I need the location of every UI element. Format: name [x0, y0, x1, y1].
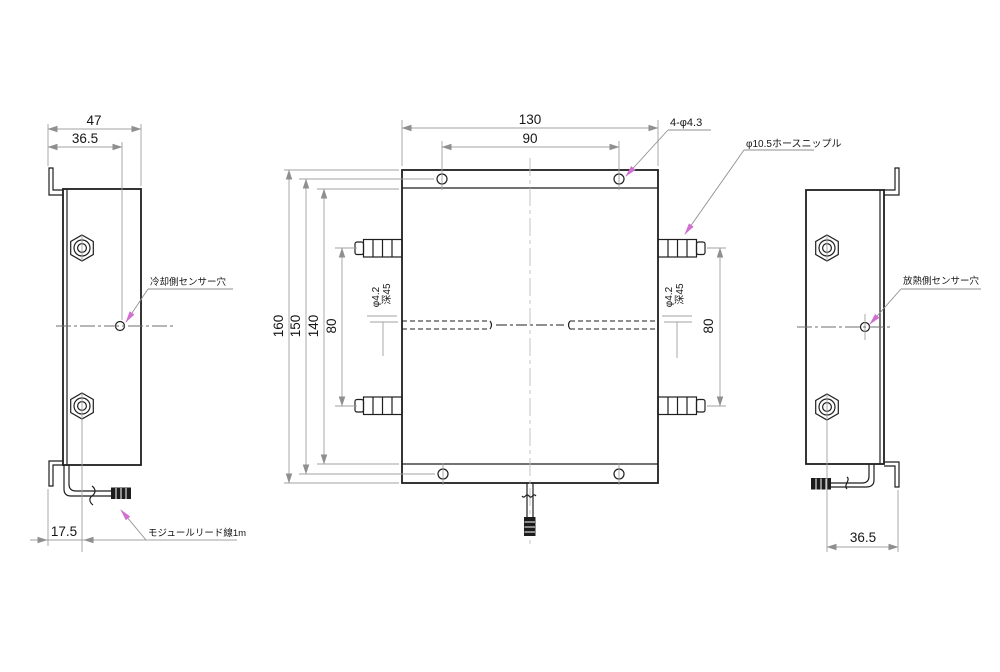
- right-view-bottom-flange: [884, 461, 900, 488]
- dim-90: 90: [522, 131, 537, 146]
- left-view-dimensions: 47 36.5 17.5: [30, 113, 237, 552]
- hole-depth-right: 深45: [674, 283, 686, 305]
- front-view-left-dimensions: 160 150 140 80: [271, 169, 435, 484]
- front-view-labels: 4-φ4.3 φ10.5ホースニップル: [625, 117, 841, 235]
- dim-150: 150: [288, 315, 303, 338]
- right-view-labels: 放熱側センサー穴: [869, 275, 981, 325]
- dim-47: 47: [86, 113, 101, 128]
- left-view-labels: 冷却側センサー穴 モジュールリード線1m: [120, 276, 246, 541]
- dim-160: 160: [271, 315, 286, 338]
- dim-140: 140: [306, 315, 321, 338]
- hose-nipple: [657, 238, 706, 258]
- hole-depth-left: 深45: [381, 283, 393, 305]
- module-wire-label: モジュールリード線1m: [148, 527, 246, 539]
- left-view-bottom-flange: [48, 460, 63, 487]
- dim-80-right: 80: [701, 318, 716, 333]
- hole-dia-left: φ4.2: [371, 286, 382, 307]
- mounting-holes: [436, 168, 625, 485]
- hose-nipple: [354, 396, 403, 416]
- front-view-top-dimensions: 130 90: [401, 112, 659, 172]
- wire-break-mark: [521, 494, 537, 498]
- left-side-view: 47 36.5 17.5 冷却側センサー穴 モジュールリード線1m: [30, 113, 246, 552]
- right-view-dimensions: 36.5: [826, 234, 899, 552]
- wire-break-mark: [845, 476, 849, 490]
- mount-holes-label: 4-φ4.3: [670, 117, 702, 129]
- hose-nipple-label: φ10.5ホースニップル: [746, 138, 841, 150]
- right-side-view: 36.5 放熱側センサー穴: [797, 167, 981, 552]
- module-lead-wire: [521, 483, 537, 536]
- sensor-bore-note-left: φ4.2 深45: [367, 283, 398, 356]
- dim-36-5: 36.5: [72, 131, 98, 146]
- dim-130: 130: [519, 112, 542, 127]
- dim-17-5: 17.5: [51, 524, 77, 539]
- heatsink-sensor-label: 放熱側センサー穴: [903, 275, 980, 287]
- front-view: 130 90 160 150 140 80 80: [271, 112, 841, 548]
- hose-nipple: [354, 238, 403, 258]
- cooling-sensor-label: 冷却側センサー穴: [150, 276, 227, 288]
- wire-break-mark: [89, 485, 96, 506]
- dim-80-left: 80: [324, 318, 339, 333]
- hole-dia-right: φ4.2: [664, 286, 675, 307]
- front-view-right-dimensions: 80: [701, 247, 726, 407]
- sensor-bore-note-right: φ4.2 深45: [662, 283, 692, 358]
- module-lead-wire: [63, 465, 131, 506]
- module-lead-wire: [811, 464, 875, 490]
- left-view-body: [62, 188, 142, 466]
- left-view-top-flange: [48, 167, 63, 196]
- right-view-top-flange: [884, 167, 900, 196]
- dim-36-5-right: 36.5: [850, 530, 876, 545]
- hose-nipple: [657, 396, 706, 416]
